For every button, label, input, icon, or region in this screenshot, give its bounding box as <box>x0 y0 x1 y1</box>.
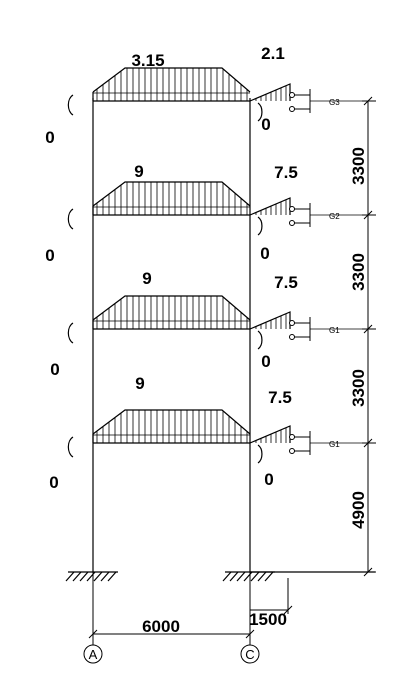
moment-arc-right-roof <box>257 102 263 122</box>
moment-arc-right-floor1 <box>257 444 263 464</box>
moment-right-label-roof: 0 <box>261 115 270 134</box>
load-left-label-floor1: 9 <box>135 374 144 393</box>
axis-bubble-a: A <box>83 644 103 664</box>
overhang-length: 1500 <box>249 610 287 629</box>
storey-height-4: 4900 <box>349 491 368 529</box>
floor-roof: G3 3.15 2.1 0 0 <box>45 44 368 147</box>
moment-right-label-floor2: 0 <box>261 352 270 371</box>
span-dimension-line <box>88 572 293 645</box>
axis-label-c: C <box>245 647 254 662</box>
storey-height-1: 3300 <box>349 147 368 185</box>
span-length: 6000 <box>142 617 180 636</box>
moment-left-label-floor2: 0 <box>50 360 59 379</box>
moment-left-label-roof: 0 <box>45 128 54 147</box>
moment-arc-left-roof <box>67 94 74 116</box>
load-right-label-floor3: 7.5 <box>274 163 298 182</box>
moment-arc-right-floor3 <box>257 216 263 236</box>
trapezoid-load-roof <box>92 67 251 93</box>
moment-arc-left-floor2 <box>67 322 74 344</box>
storey-dimension-line <box>362 96 376 577</box>
floor-floor3: G2 9 7.5 0 0 <box>45 162 368 265</box>
bracket-floor2 <box>289 317 368 341</box>
moment-left-label-floor1: 0 <box>49 473 58 492</box>
axis-label-a: A <box>89 647 98 662</box>
bracket-tag-floor2: G1 <box>329 326 340 335</box>
floor-floor1: G1 9 7.5 0 0 <box>49 374 368 492</box>
axis-bubble-c: C <box>240 644 260 664</box>
load-right-label-floor1: 7.5 <box>268 388 292 407</box>
moment-arc-left-floor3 <box>67 208 74 230</box>
storey-height-2: 3300 <box>349 253 368 291</box>
moment-right-label-floor3: 0 <box>260 244 269 263</box>
floor-floor2: G1 9 7.5 0 0 <box>50 269 368 379</box>
bracket-tag-floor3: G2 <box>329 212 340 221</box>
load-right-label-floor2: 7.5 <box>274 273 298 292</box>
bracket-tag-floor1: G1 <box>329 440 340 449</box>
trapezoid-load-floor2 <box>92 295 251 321</box>
moment-arc-right-floor2 <box>257 330 263 350</box>
trapezoid-load-floor1 <box>92 409 251 435</box>
moment-left-label-floor3: 0 <box>45 246 54 265</box>
bracket-tag-roof: G3 <box>329 98 340 107</box>
bracket-roof <box>289 89 368 113</box>
fixed-support-c <box>222 571 275 582</box>
load-left-label-floor2: 9 <box>142 269 151 288</box>
bracket-floor3 <box>289 203 368 227</box>
moment-arc-left-floor1 <box>67 436 74 458</box>
load-right-label-roof: 2.1 <box>261 44 285 63</box>
bracket-floor1 <box>289 431 368 455</box>
load-left-label-roof: 3.15 <box>131 51 164 70</box>
load-left-label-floor3: 9 <box>134 162 143 181</box>
moment-right-label-floor1: 0 <box>264 470 273 489</box>
storey-height-3: 3300 <box>349 369 368 407</box>
trapezoid-load-floor3 <box>92 181 251 207</box>
fixed-support-a <box>65 571 118 582</box>
